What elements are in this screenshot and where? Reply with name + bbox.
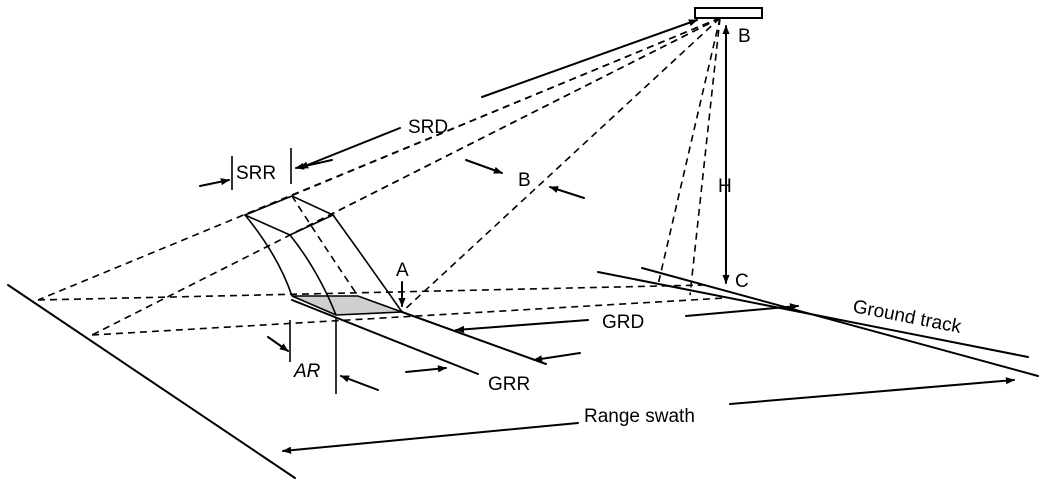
label-platform-b: B bbox=[738, 26, 751, 47]
ar-arrow-left bbox=[267, 336, 289, 352]
beam-center-to-a bbox=[401, 17, 721, 313]
grd-arrow-left bbox=[455, 319, 589, 333]
ground-track-line-2 bbox=[641, 267, 1039, 377]
srd-arrow-right bbox=[481, 19, 698, 98]
srr-arrow-left bbox=[199, 178, 230, 187]
volume-curve-3 bbox=[332, 214, 403, 313]
range-swath-arrow-left bbox=[282, 422, 579, 454]
beam-cell-upper bbox=[244, 17, 721, 216]
grr-arrow-lower bbox=[405, 365, 447, 373]
beamwidth-arrow-right bbox=[549, 186, 585, 199]
grr-strip-line-1 bbox=[291, 299, 479, 375]
label-grr: GRR bbox=[488, 374, 530, 395]
ground-dashed-lines bbox=[37, 284, 726, 336]
label-point-a: A bbox=[396, 260, 409, 281]
ar-arrow-right bbox=[340, 375, 379, 391]
label-range-swath: Range swath bbox=[584, 406, 695, 427]
beam-cell-lower bbox=[289, 17, 721, 236]
beam-lines bbox=[37, 17, 721, 336]
label-ar: AR bbox=[293, 361, 321, 382]
label-beamwidth-b: B bbox=[518, 170, 531, 191]
beamwidth-arrow-left bbox=[465, 159, 503, 174]
label-point-c: C bbox=[735, 271, 749, 292]
beam-nadir-right bbox=[689, 17, 721, 296]
label-ground-track: Ground track bbox=[851, 296, 963, 338]
grr-strip-line-2 bbox=[401, 311, 547, 365]
srr-arrow-right bbox=[295, 159, 333, 170]
label-srd: SRD bbox=[408, 117, 448, 138]
label-height: H bbox=[718, 176, 732, 197]
volume-top-face bbox=[242, 195, 335, 236]
volume-curve-1 bbox=[244, 214, 293, 297]
ground-dash-far bbox=[37, 284, 706, 301]
grd-arrow-right bbox=[685, 303, 799, 317]
range-swath-arrow-right bbox=[729, 377, 1015, 405]
slant-range-volume bbox=[242, 195, 403, 316]
label-grd: GRD bbox=[602, 312, 644, 333]
label-srr: SRR bbox=[236, 163, 276, 184]
grr-arrow-upper bbox=[533, 352, 581, 363]
volume-curve-2 bbox=[289, 234, 337, 316]
beam-nadir-left bbox=[657, 17, 721, 286]
srd-arrow-left bbox=[299, 127, 401, 169]
ground-dash-near bbox=[91, 297, 726, 336]
sensor-platform bbox=[694, 7, 763, 19]
swath-far-edge bbox=[7, 284, 296, 479]
